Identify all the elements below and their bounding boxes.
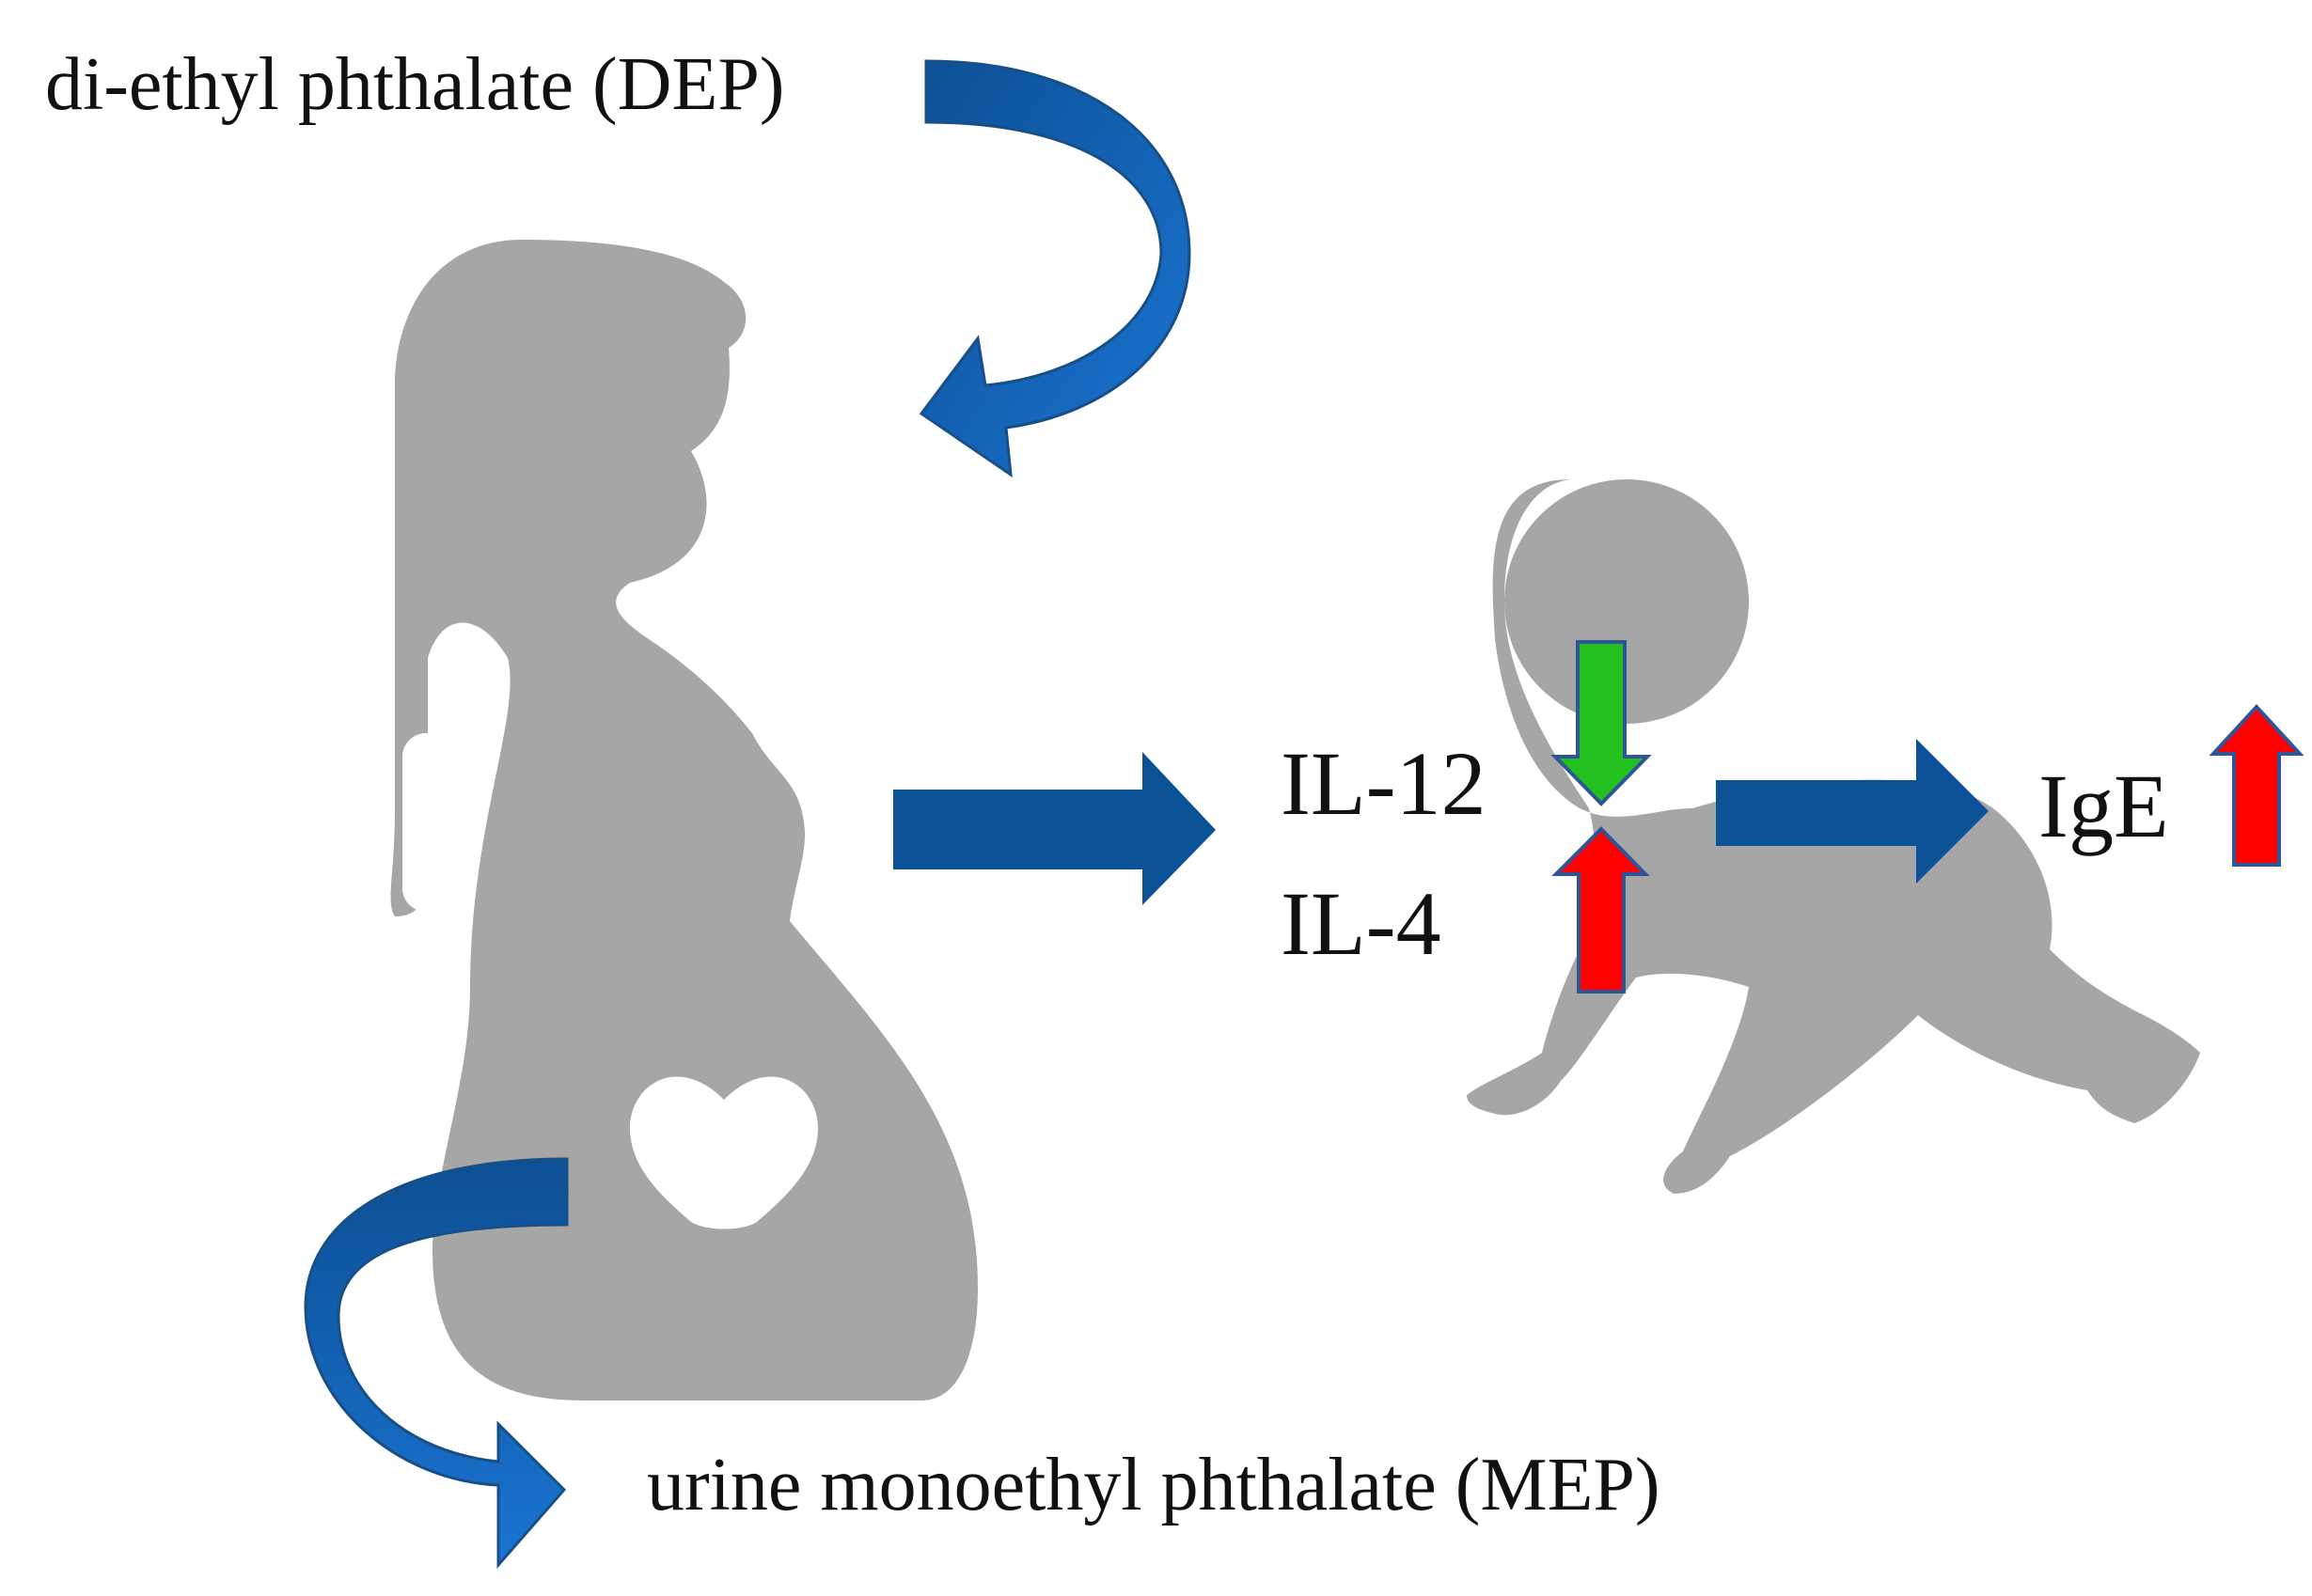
curved-arrow-intake: [919, 59, 1191, 478]
mother-silhouette: [390, 240, 978, 1400]
flow-arrow-to-ige: [1716, 739, 1989, 884]
ige-label: IgE: [2038, 756, 2169, 856]
flow-arrow-mother-to-child: [893, 752, 1216, 905]
il4-label: IL-4: [1281, 873, 1441, 974]
exposure-label: di-ethyl phthalate (DEP): [45, 43, 785, 126]
metabolite-label: urine monoethyl phthalate (MEP): [647, 1444, 1660, 1526]
ige-increase-arrow: [2209, 704, 2304, 867]
heart-icon: [630, 1076, 818, 1229]
il4-increase-arrow: [1551, 826, 1650, 994]
il12-decrease-arrow: [1550, 640, 1652, 806]
il12-label: IL-12: [1281, 733, 1486, 834]
curved-arrow-excretion: [304, 1157, 569, 1569]
